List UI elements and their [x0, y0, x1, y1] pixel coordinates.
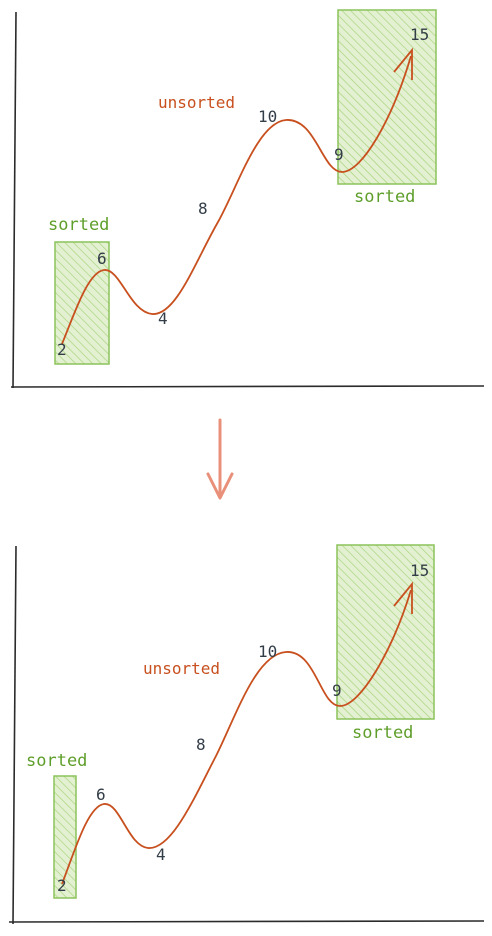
top-point-label: 15 — [410, 25, 429, 44]
top-diagram: unsorted sorted sorted 2 6 4 8 10 9 15 — [10, 9, 485, 389]
top-curve-arrowhead-icon — [393, 47, 413, 80]
top-point-label: 4 — [158, 309, 168, 328]
bottom-diagram: unsorted sorted sorted 2 6 4 8 10 9 15 — [8, 544, 485, 925]
bottom-point-label: 6 — [96, 785, 106, 804]
bottom-point-label: 10 — [258, 642, 277, 661]
bottom-x-axis — [8, 920, 485, 923]
bottom-sorted-left-label: sorted — [26, 751, 87, 771]
top-curve — [61, 55, 412, 345]
bottom-curve — [61, 589, 412, 885]
bottom-point-label: 8 — [196, 735, 206, 754]
top-point-label: 10 — [258, 107, 277, 126]
top-unsorted-label: unsorted — [158, 93, 235, 112]
top-sorted-left-label: sorted — [48, 215, 109, 235]
top-point-label: 6 — [97, 249, 107, 268]
bottom-sorted-box-left — [53, 775, 77, 899]
bottom-y-axis — [12, 545, 17, 925]
bottom-point-label: 9 — [332, 681, 342, 700]
bottom-point-label: 15 — [410, 561, 429, 580]
bottom-curve-arrowhead-icon — [393, 581, 413, 614]
bottom-sorted-box-right — [336, 544, 435, 720]
bottom-point-label: 2 — [57, 876, 67, 895]
top-sorted-right-label: sorted — [354, 187, 415, 207]
top-sorted-box-left — [54, 241, 110, 365]
top-point-label: 8 — [198, 199, 208, 218]
top-x-axis — [10, 385, 485, 388]
top-point-label: 2 — [57, 340, 67, 359]
top-y-axis — [12, 11, 17, 389]
bottom-sorted-right-label: sorted — [352, 723, 413, 743]
top-point-label: 9 — [334, 145, 344, 164]
down-arrow-icon — [206, 418, 234, 500]
bottom-unsorted-label: unsorted — [143, 659, 220, 678]
bottom-point-label: 4 — [156, 845, 166, 864]
top-sorted-box-right — [337, 9, 437, 185]
